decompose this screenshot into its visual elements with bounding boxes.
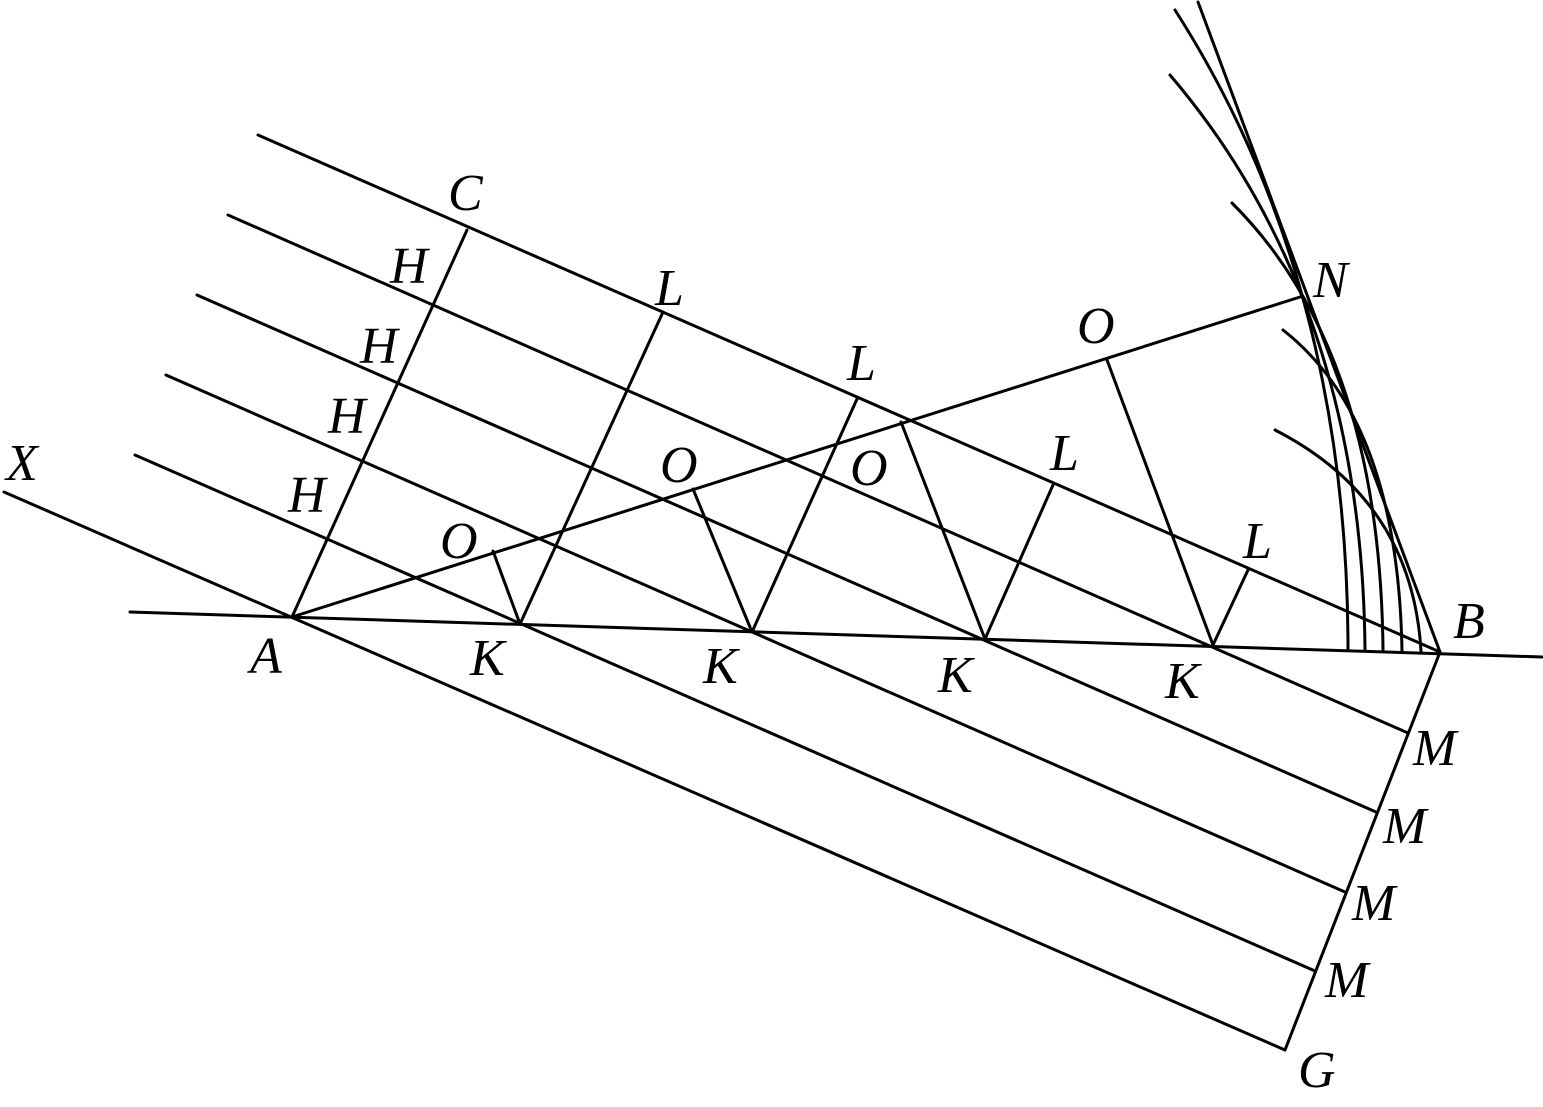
label-B: B (1453, 593, 1485, 650)
parallel-line-4 (164, 373, 1347, 894)
segment-GB (1283, 650, 1442, 1052)
segment-KL-2 (750, 397, 859, 634)
label-M-1: M (1412, 720, 1459, 777)
segment-KL-1 (518, 310, 665, 626)
label-M-4: M (1324, 952, 1371, 1009)
label-O-1: O (440, 513, 478, 570)
segment-KL-4 (1211, 568, 1250, 647)
label-M-3: M (1351, 875, 1398, 932)
wavelet-arc-2 (1168, 73, 1367, 652)
label-O-3: O (850, 440, 888, 497)
label-O-2: O (660, 437, 698, 494)
label-K-3: K (937, 647, 975, 704)
label-X: X (4, 435, 40, 492)
label-L-1: L (654, 260, 684, 317)
segment-KO-1 (491, 549, 522, 626)
label-N: N (1312, 252, 1351, 309)
segment-KL-3 (983, 483, 1055, 641)
label-H-4: H (287, 467, 328, 524)
label-H-3: H (327, 388, 368, 445)
segment-KO-4 (1105, 358, 1215, 647)
label-H-2: H (359, 318, 400, 375)
label-L-4: L (1242, 513, 1272, 570)
parallel-line-5 (133, 453, 1317, 973)
label-L-2: L (846, 335, 876, 392)
label-L-3: L (1049, 425, 1079, 482)
parallel-line-top (256, 133, 1442, 654)
label-K-1: K (469, 630, 507, 687)
label-H-1: H (389, 238, 430, 295)
line-AN (290, 295, 1302, 619)
label-K-4: K (1164, 653, 1202, 710)
label-A: A (247, 628, 282, 685)
wavelet-arc-4 (1281, 328, 1404, 653)
wavelet-arc-3 (1230, 201, 1385, 652)
segment-KO-2 (691, 487, 754, 634)
segment-KO-3 (899, 420, 987, 641)
label-K-2: K (702, 638, 740, 695)
label-O-4: O (1077, 298, 1115, 355)
wavelet-arc-5 (1273, 428, 1423, 653)
label-G: G (1298, 1042, 1336, 1099)
surface-line-AB (128, 610, 1543, 659)
segment-AC (290, 228, 469, 619)
line-XG (2, 490, 1287, 1052)
label-M-2: M (1382, 798, 1429, 855)
label-C: C (448, 165, 484, 222)
